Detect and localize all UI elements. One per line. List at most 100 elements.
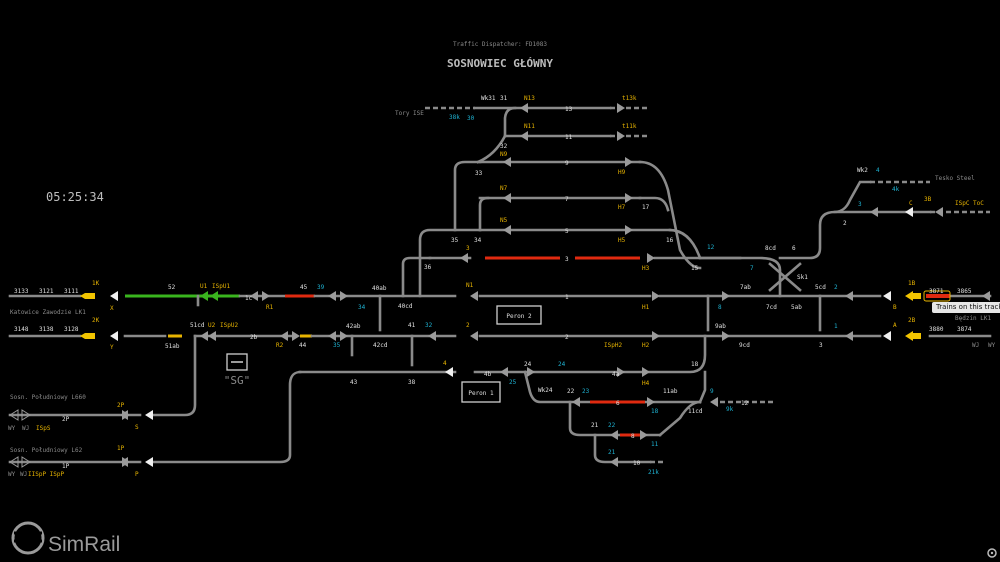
label-h7: H7 <box>618 204 626 211</box>
label-n13: N13 <box>524 95 535 102</box>
direction-tesko: Tesko Steel <box>935 175 975 182</box>
track-8[interactable] <box>568 400 662 437</box>
label-b3121: 3121 <box>39 288 54 295</box>
switch-17[interactable] <box>638 196 670 212</box>
label-t9: 9 <box>565 160 569 167</box>
label-n1c: 1 <box>834 323 838 330</box>
label-b2: 2b <box>250 334 258 341</box>
label-n22c: 22 <box>608 422 616 429</box>
direction-katowice: Katowice Zawodzie LK1 <box>10 309 86 316</box>
switch-34[interactable] <box>478 196 490 232</box>
label-n6t: 6 <box>616 400 620 407</box>
label-n15: 15 <box>691 265 699 272</box>
label-p1s: 1P <box>62 463 70 470</box>
label-n41: 41 <box>408 322 416 329</box>
switch-2[interactable] <box>833 180 872 214</box>
label-t3: 3 <box>565 256 569 263</box>
label-n40cd: 40cd <box>398 303 413 310</box>
simrail-logo <box>11 521 45 555</box>
signal-n4[interactable] <box>445 367 453 377</box>
track-l62[interactable] <box>148 370 302 464</box>
label-n8cd: 8cd <box>765 245 776 252</box>
station-title: SOSNOWIEC GŁÓWNY <box>447 57 553 70</box>
label-n7ab: 7ab <box>740 284 751 291</box>
label-n21b: 21 <box>608 449 616 456</box>
switch-12[interactable] <box>698 256 782 298</box>
label-n9c: 9 <box>710 388 714 395</box>
label-toc: ToC <box>973 200 984 207</box>
label-wk2: Wk2 <box>857 167 868 174</box>
label-h4: H4 <box>642 380 650 387</box>
crossing-sk1[interactable] <box>768 262 802 292</box>
label-n2: 2 <box>466 322 470 329</box>
signal-2k[interactable] <box>80 333 95 339</box>
switch-35[interactable] <box>418 228 482 298</box>
label-isps: ISpS <box>36 425 51 432</box>
label-n2b: 2B <box>908 317 916 324</box>
label-n7: N7 <box>500 185 508 192</box>
label-n32b: 32 <box>500 143 508 150</box>
label-n31: 31 <box>500 95 508 102</box>
label-sy: Y <box>110 344 114 351</box>
label-ispH2: ISpH2 <box>604 342 622 349</box>
label-n40ab: 40ab <box>372 285 387 292</box>
label-b3865: 3865 <box>957 288 972 295</box>
label-n2c: 2 <box>834 284 838 291</box>
label-sb: B <box>893 304 897 311</box>
track-10[interactable] <box>593 433 652 464</box>
label-sx: X <box>110 305 114 312</box>
label-n3b: 3B <box>924 196 932 203</box>
label-t7: 7 <box>565 196 569 203</box>
label-n33: 33 <box>475 170 483 177</box>
switch-36[interactable] <box>401 256 432 298</box>
label-sk1: Sk1 <box>797 274 808 281</box>
signal-x[interactable] <box>110 291 118 301</box>
track-l660[interactable] <box>148 334 197 417</box>
label-n3: 3 <box>819 342 823 349</box>
label-ispc: ISpC <box>955 200 970 207</box>
signal-1k[interactable] <box>80 293 95 299</box>
label-t1: 1 <box>565 294 569 301</box>
label-h3: H3 <box>642 265 650 272</box>
signal-b[interactable] <box>883 291 891 301</box>
signal-c[interactable] <box>905 207 913 217</box>
label-n35b: 35 <box>451 237 459 244</box>
switch-31[interactable] <box>503 106 517 138</box>
gear-icon[interactable] <box>987 548 997 558</box>
label-wy4: WY <box>8 471 16 478</box>
label-n3: 3 <box>466 245 470 252</box>
label-t2: 2 <box>565 334 569 341</box>
switch-6-3[interactable] <box>778 210 932 260</box>
label-n1b: 1B <box>908 280 916 287</box>
signal-2b[interactable] <box>905 331 921 341</box>
label-n11: N11 <box>524 123 535 130</box>
signal-a[interactable] <box>883 331 891 341</box>
label-u1: U1 <box>200 283 208 290</box>
label-t5: 5 <box>565 228 569 235</box>
signal-p[interactable] <box>145 457 153 467</box>
label-b3871: 3871 <box>929 288 944 295</box>
signal-y[interactable] <box>110 331 118 341</box>
switch-32[interactable] <box>476 134 507 164</box>
label-n18c: 18 <box>651 408 659 415</box>
signal-1b[interactable] <box>905 291 921 301</box>
label-n17: 17 <box>642 204 650 211</box>
label-n5ab: 5ab <box>791 304 802 311</box>
signal-s[interactable] <box>145 410 153 420</box>
label-wy3: WY <box>8 425 16 432</box>
label-b3133: 3133 <box>14 288 29 295</box>
label-t13: 13 <box>565 106 573 113</box>
label-n9ab: 9ab <box>715 323 726 330</box>
label-n9k: 9k <box>726 406 734 413</box>
platform-2 <box>496 305 542 325</box>
switch-33[interactable] <box>453 160 482 232</box>
label-wy1: WY <box>988 342 996 349</box>
label-wk31: Wk31 <box>481 95 496 102</box>
label-n43: 43 <box>350 379 358 386</box>
label-n10: 10 <box>633 460 641 467</box>
label-b3111: 3111 <box>64 288 79 295</box>
track-6[interactable] <box>523 370 702 404</box>
switch-16[interactable] <box>638 160 702 270</box>
switch-15[interactable] <box>668 228 742 260</box>
label-t13k: t13k <box>622 95 637 102</box>
